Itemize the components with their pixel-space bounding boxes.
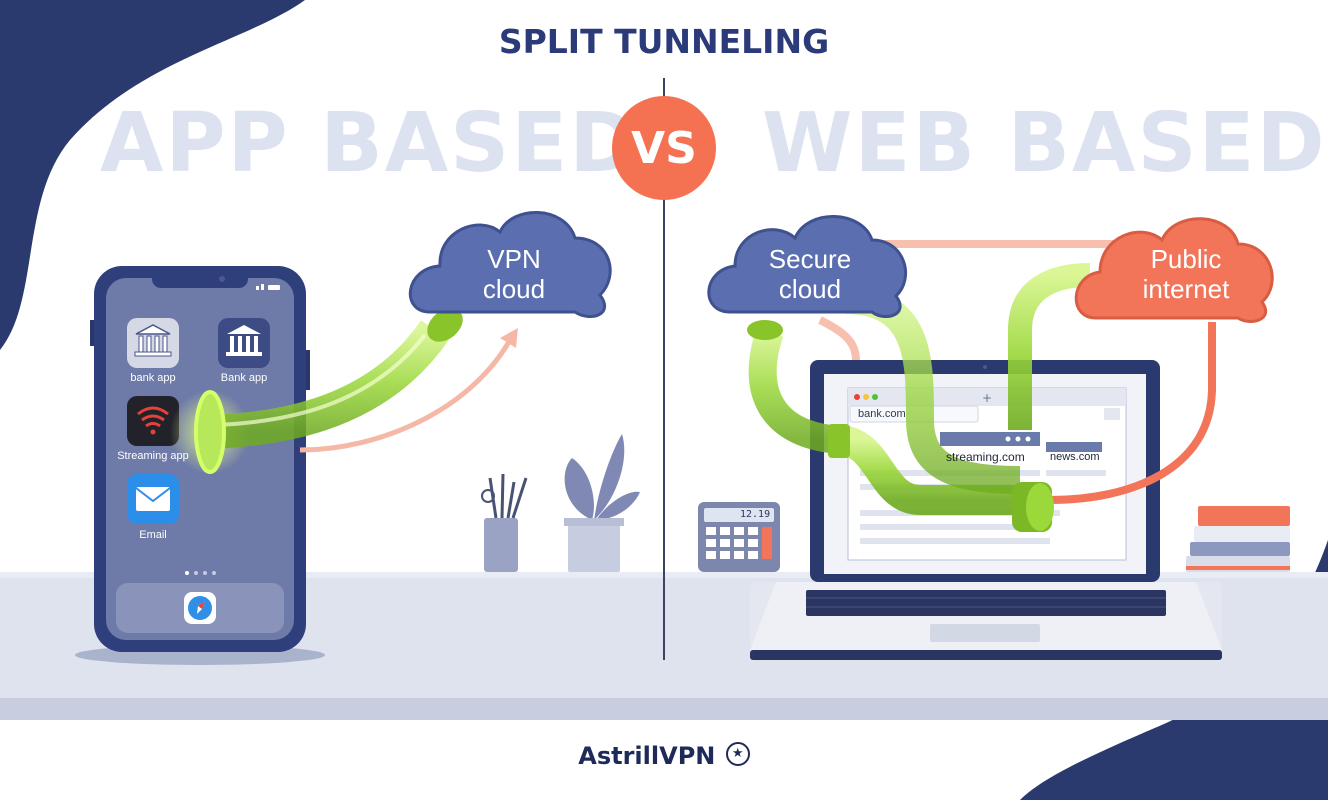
green-tunnel-right-c bbox=[1008, 263, 1091, 430]
app-icon-email bbox=[127, 474, 179, 524]
plant-leaves bbox=[564, 434, 640, 520]
laptop-trackpad bbox=[930, 624, 1040, 642]
laptop-keyboard bbox=[806, 590, 1166, 616]
green-tunnel-left bbox=[204, 320, 450, 449]
site-label-news: news.com bbox=[1050, 451, 1100, 463]
secure-cloud-label: Secure cloud bbox=[768, 244, 852, 304]
calculator-display: 12.19 bbox=[740, 509, 771, 520]
pencil-cup bbox=[484, 518, 518, 572]
app-icon-streaming bbox=[127, 396, 179, 446]
compass-icon bbox=[184, 592, 216, 624]
app-icon-bank-1 bbox=[127, 318, 179, 368]
traffic-route-public bbox=[1049, 322, 1216, 504]
plant-pot bbox=[568, 520, 620, 572]
app-icon-bank-2 bbox=[218, 318, 270, 368]
traffic-arrow-left bbox=[299, 338, 513, 453]
books-stack bbox=[1186, 506, 1290, 572]
app-label-streaming: Streaming app bbox=[117, 450, 189, 462]
corner-wave-top-left bbox=[0, 0, 305, 350]
calculator bbox=[698, 502, 780, 572]
browser-tab-label: bank.com bbox=[858, 408, 906, 420]
app-label-bank-1: bank app bbox=[130, 372, 176, 384]
star-icon: ★ bbox=[725, 742, 750, 766]
main-title: SPLIT TUNNELING bbox=[498, 22, 830, 61]
site-label-streaming: streaming.com bbox=[946, 450, 1025, 464]
secure-cloud-shape bbox=[707, 215, 907, 319]
web-based-heading: WEB BASED bbox=[762, 96, 1327, 191]
vpn-cloud-label: VPN cloud bbox=[482, 244, 546, 304]
vs-badge: VS bbox=[612, 96, 716, 200]
vpn-cloud-shape bbox=[408, 210, 612, 318]
corner-wave-bottom-right bbox=[1020, 540, 1328, 800]
brand-text: AstrillVPN bbox=[578, 742, 716, 770]
app-label-email: Email bbox=[139, 529, 167, 541]
public-internet-label: Public internet bbox=[1142, 244, 1230, 304]
desk-edge bbox=[0, 698, 1328, 720]
app-based-heading: APP BASED bbox=[100, 96, 640, 191]
green-tunnel-right-a bbox=[748, 327, 842, 454]
svg-text:+: + bbox=[982, 391, 992, 405]
brand-logo: AstrillVPN ★ bbox=[0, 742, 1328, 770]
app-label-bank-2: Bank app bbox=[220, 372, 268, 384]
public-cloud-shape bbox=[1074, 217, 1274, 323]
